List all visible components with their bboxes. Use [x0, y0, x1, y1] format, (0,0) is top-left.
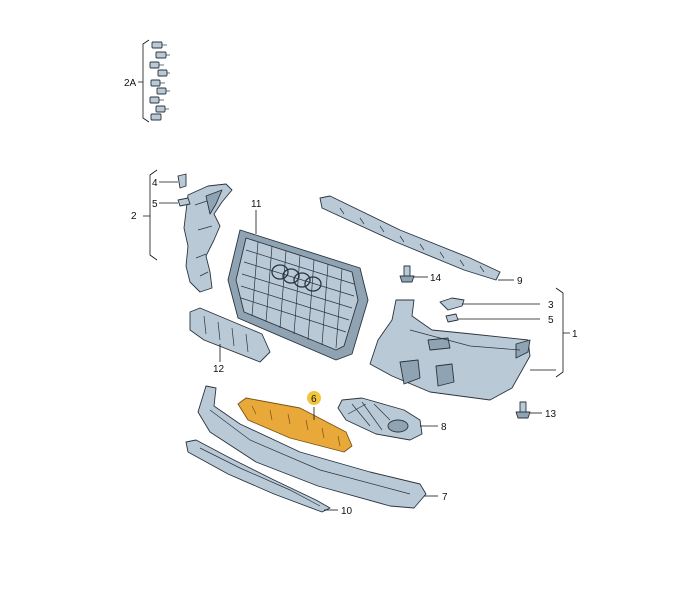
- bracket-2a: [138, 39, 150, 123]
- callout-2a: 2A: [124, 78, 137, 89]
- callout-6: 6: [311, 394, 317, 405]
- callout-7: 7: [442, 492, 448, 503]
- guide-bracket-part: [189, 307, 271, 363]
- fastener-set-2a: [149, 41, 170, 121]
- callout-4: 4: [152, 178, 158, 189]
- side-bracket-shadow: [205, 189, 223, 215]
- callout-11: 11: [251, 199, 262, 210]
- cover-cap-part-3: [439, 297, 465, 311]
- bolt-part-14: [399, 265, 415, 283]
- callout-1: 1: [572, 329, 578, 340]
- callout-5-left: 5: [152, 199, 158, 210]
- clip-part-5-right: [445, 313, 459, 323]
- callout-8: 8: [441, 422, 447, 433]
- callout-14: 14: [430, 273, 442, 284]
- lower-spoiler-part: [197, 385, 427, 509]
- callout-3: 3: [548, 300, 554, 311]
- callout-5-right: 5: [548, 315, 554, 326]
- upper-crossmember-part: [319, 195, 501, 281]
- callout-10: 10: [341, 506, 353, 517]
- side-grille-insert-part: [337, 397, 423, 441]
- callout-2: 2: [131, 211, 137, 222]
- four-rings-emblem: [271, 264, 322, 292]
- callout-12: 12: [213, 364, 225, 375]
- clip-part-4: [177, 173, 187, 189]
- side-bracket-part: [183, 183, 233, 293]
- callout-6-highlight: [307, 391, 321, 405]
- bracket-1: [530, 287, 570, 378]
- bracket-2: [143, 169, 158, 261]
- radiator-grille-part: [227, 229, 369, 361]
- clip-part-5-left: [177, 197, 191, 207]
- highlighted-insert-part-6: [237, 397, 353, 453]
- callout-13: 13: [545, 409, 557, 420]
- bolt-part-13: [515, 401, 531, 419]
- callout-9: 9: [517, 276, 523, 287]
